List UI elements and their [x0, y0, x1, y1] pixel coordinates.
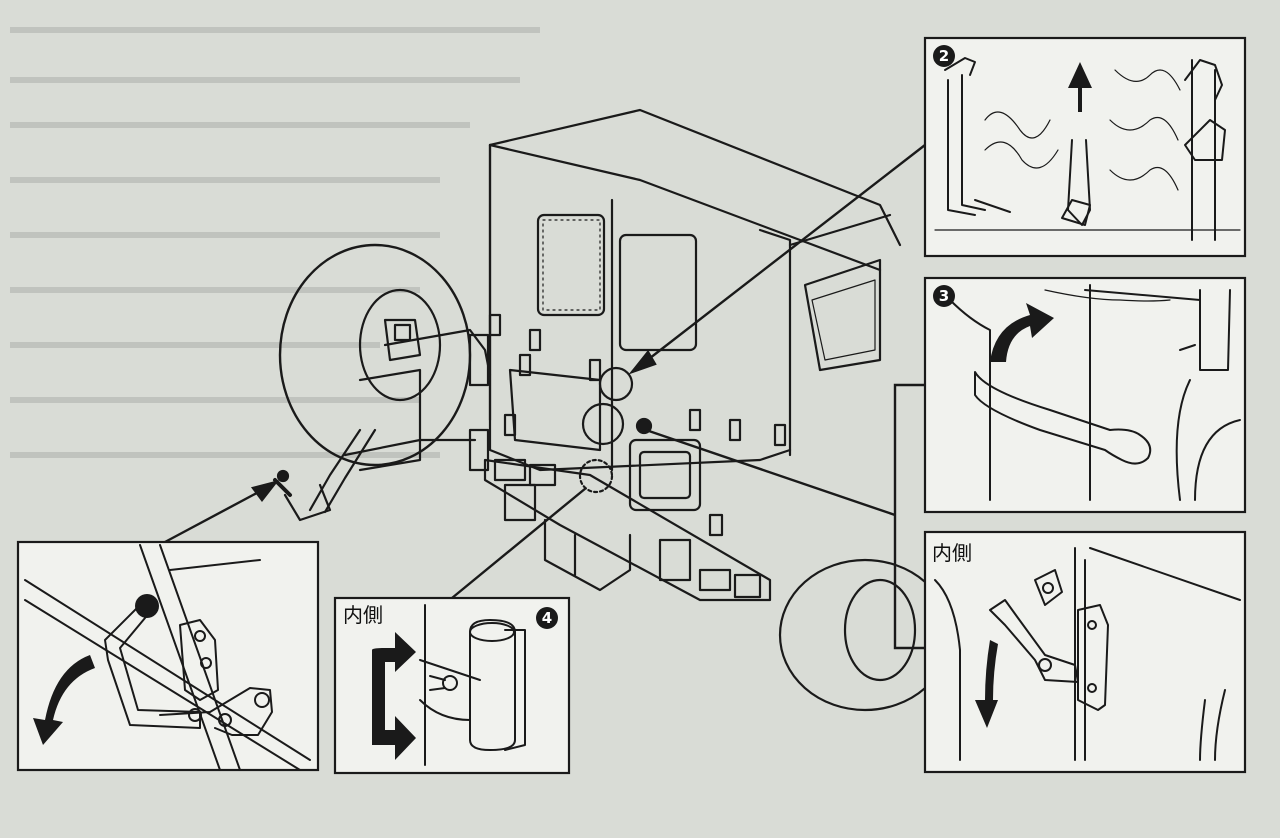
marker-step3 [581, 402, 625, 446]
background-page-text [10, 27, 540, 458]
handle-knob [135, 594, 159, 618]
leader-lines [164, 144, 926, 650]
panel-step2: 2 [923, 36, 1247, 258]
leader-carrier-arrowhead [250, 479, 280, 502]
leader-inside [645, 428, 896, 517]
panel-label-inside: 内側 [343, 603, 383, 627]
arrow-open-icon [372, 632, 416, 720]
leader-step4 [451, 487, 587, 599]
step-number-badge [536, 607, 558, 629]
marker-step4 [578, 458, 614, 494]
panel-carrier-latch [16, 540, 320, 772]
panel-label-inside: 内側 [932, 541, 972, 565]
marker-step2 [598, 366, 634, 402]
step-number: 3 [939, 287, 949, 305]
leader-step2 [631, 144, 926, 373]
step-number: 4 [542, 609, 552, 627]
panel-step4: 内側 4 [333, 596, 571, 775]
arrow-down-icon [975, 640, 998, 728]
arrow-rotate-icon [990, 303, 1054, 362]
arrow-close-icon [372, 716, 416, 760]
step-number-badge [933, 285, 955, 307]
step-number: 2 [939, 47, 949, 65]
leader-step3-bracket [893, 383, 925, 650]
panel-step3: 3 [923, 276, 1247, 514]
leader-step2-arrowhead [628, 349, 657, 375]
vehicle-rear-view [273, 108, 952, 712]
leader-carrier [164, 485, 269, 544]
step-number-badge [933, 45, 955, 67]
arrow-rotate-icon [33, 655, 95, 745]
panel-inside: 内側 [923, 530, 1247, 774]
arrow-up-icon [1068, 62, 1092, 112]
